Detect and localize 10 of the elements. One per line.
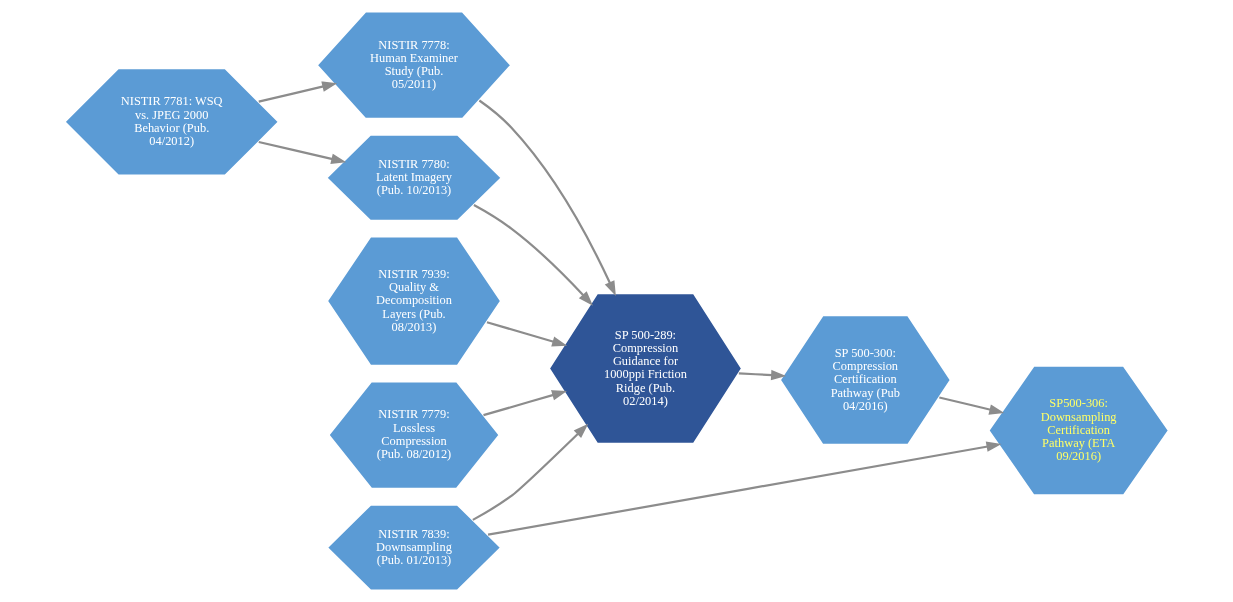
- arrow: [486, 321, 568, 347]
- arrow: [258, 81, 338, 103]
- arrow: [478, 99, 616, 297]
- arrow: [939, 396, 1005, 415]
- arrow: [472, 423, 589, 521]
- arrow: [483, 390, 568, 417]
- arrow: [487, 441, 1002, 536]
- arrow: [738, 369, 787, 381]
- arrow: [473, 204, 593, 306]
- arrow: [258, 140, 347, 165]
